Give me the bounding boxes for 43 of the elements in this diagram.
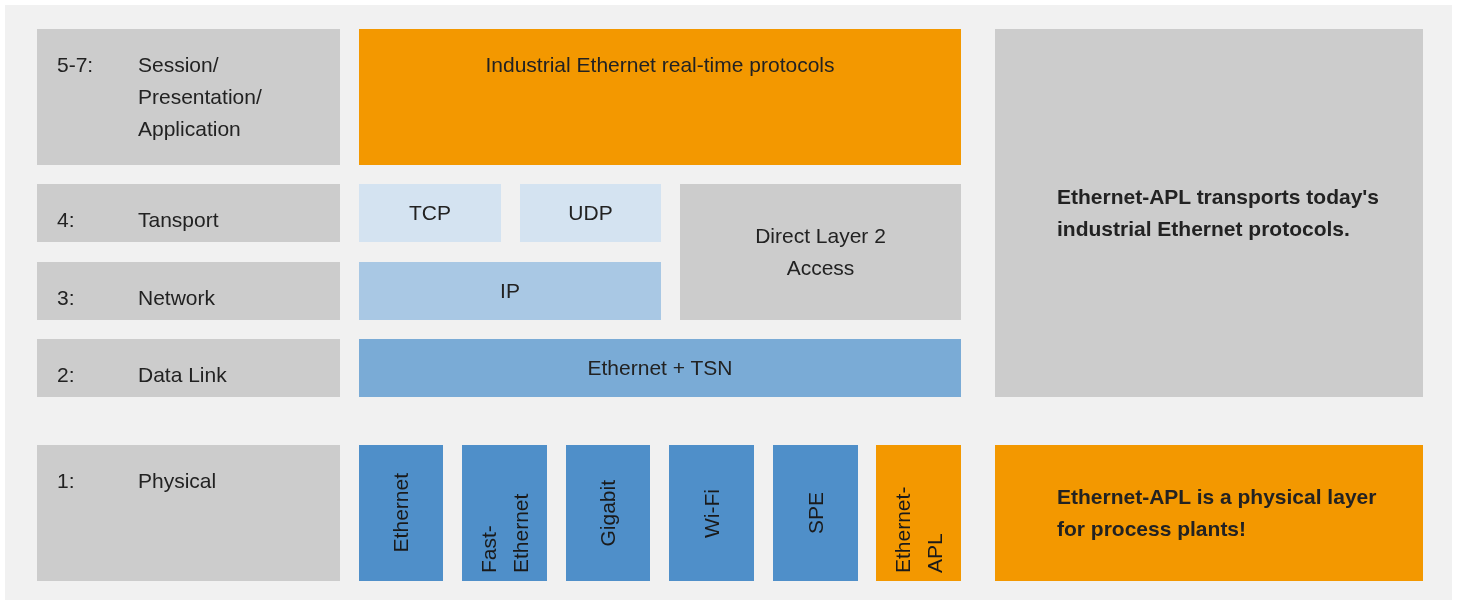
protocol-box bbox=[359, 184, 501, 242]
layer-box bbox=[37, 29, 340, 165]
layer-name: Physical bbox=[138, 468, 218, 494]
layer-number: 2: bbox=[57, 362, 75, 388]
protocol-label: Fast- Ethernet bbox=[475, 492, 533, 573]
protocol-box bbox=[566, 445, 650, 581]
protocol-box bbox=[359, 262, 661, 320]
note-box bbox=[995, 445, 1423, 581]
protocol-label: IP bbox=[500, 278, 520, 304]
protocol-box bbox=[773, 445, 858, 581]
protocol-box bbox=[359, 445, 443, 581]
protocol-box bbox=[359, 29, 961, 165]
protocol-label: Ethernet- APL bbox=[889, 485, 947, 573]
layer-box bbox=[37, 262, 340, 320]
protocol-box bbox=[680, 184, 961, 320]
protocol-box bbox=[876, 445, 961, 581]
protocol-label: Ethernet + TSN bbox=[587, 355, 733, 381]
layer-number: 4: bbox=[57, 207, 75, 233]
layer-box bbox=[37, 184, 340, 242]
layer-box bbox=[37, 445, 340, 581]
protocol-box bbox=[359, 339, 961, 397]
protocol-box bbox=[462, 445, 547, 581]
protocol-label: TCP bbox=[409, 200, 451, 226]
protocol-label: Wi-Fi bbox=[698, 488, 724, 538]
layer-name: Network bbox=[138, 285, 217, 311]
note-text: Ethernet-APL is a physical layer for process plants! bbox=[1057, 484, 1378, 542]
layer-number: 1: bbox=[57, 468, 75, 494]
layer-number: 3: bbox=[57, 285, 75, 311]
protocol-label: Direct Layer 2 Access bbox=[754, 223, 887, 281]
note-text: Ethernet-APL transports today's industrial Ethernet protocols. bbox=[1057, 184, 1380, 242]
note-box bbox=[995, 29, 1423, 397]
protocol-label: UDP bbox=[568, 200, 613, 226]
layer-name: Session/ Presentation/ Application bbox=[138, 52, 263, 142]
layer-name: Tansport bbox=[138, 207, 220, 233]
protocol-box bbox=[520, 184, 661, 242]
protocol-box bbox=[669, 445, 754, 581]
protocol-label: Ethernet bbox=[388, 473, 413, 553]
layer-number: 5-7: bbox=[57, 52, 94, 78]
layer-name: Data Link bbox=[138, 362, 228, 388]
protocol-label: SPE bbox=[802, 492, 828, 534]
protocol-label: Industrial Ethernet real-time protocols bbox=[485, 52, 835, 78]
layer-box bbox=[37, 339, 340, 397]
protocol-label: Gigabit bbox=[595, 479, 620, 547]
